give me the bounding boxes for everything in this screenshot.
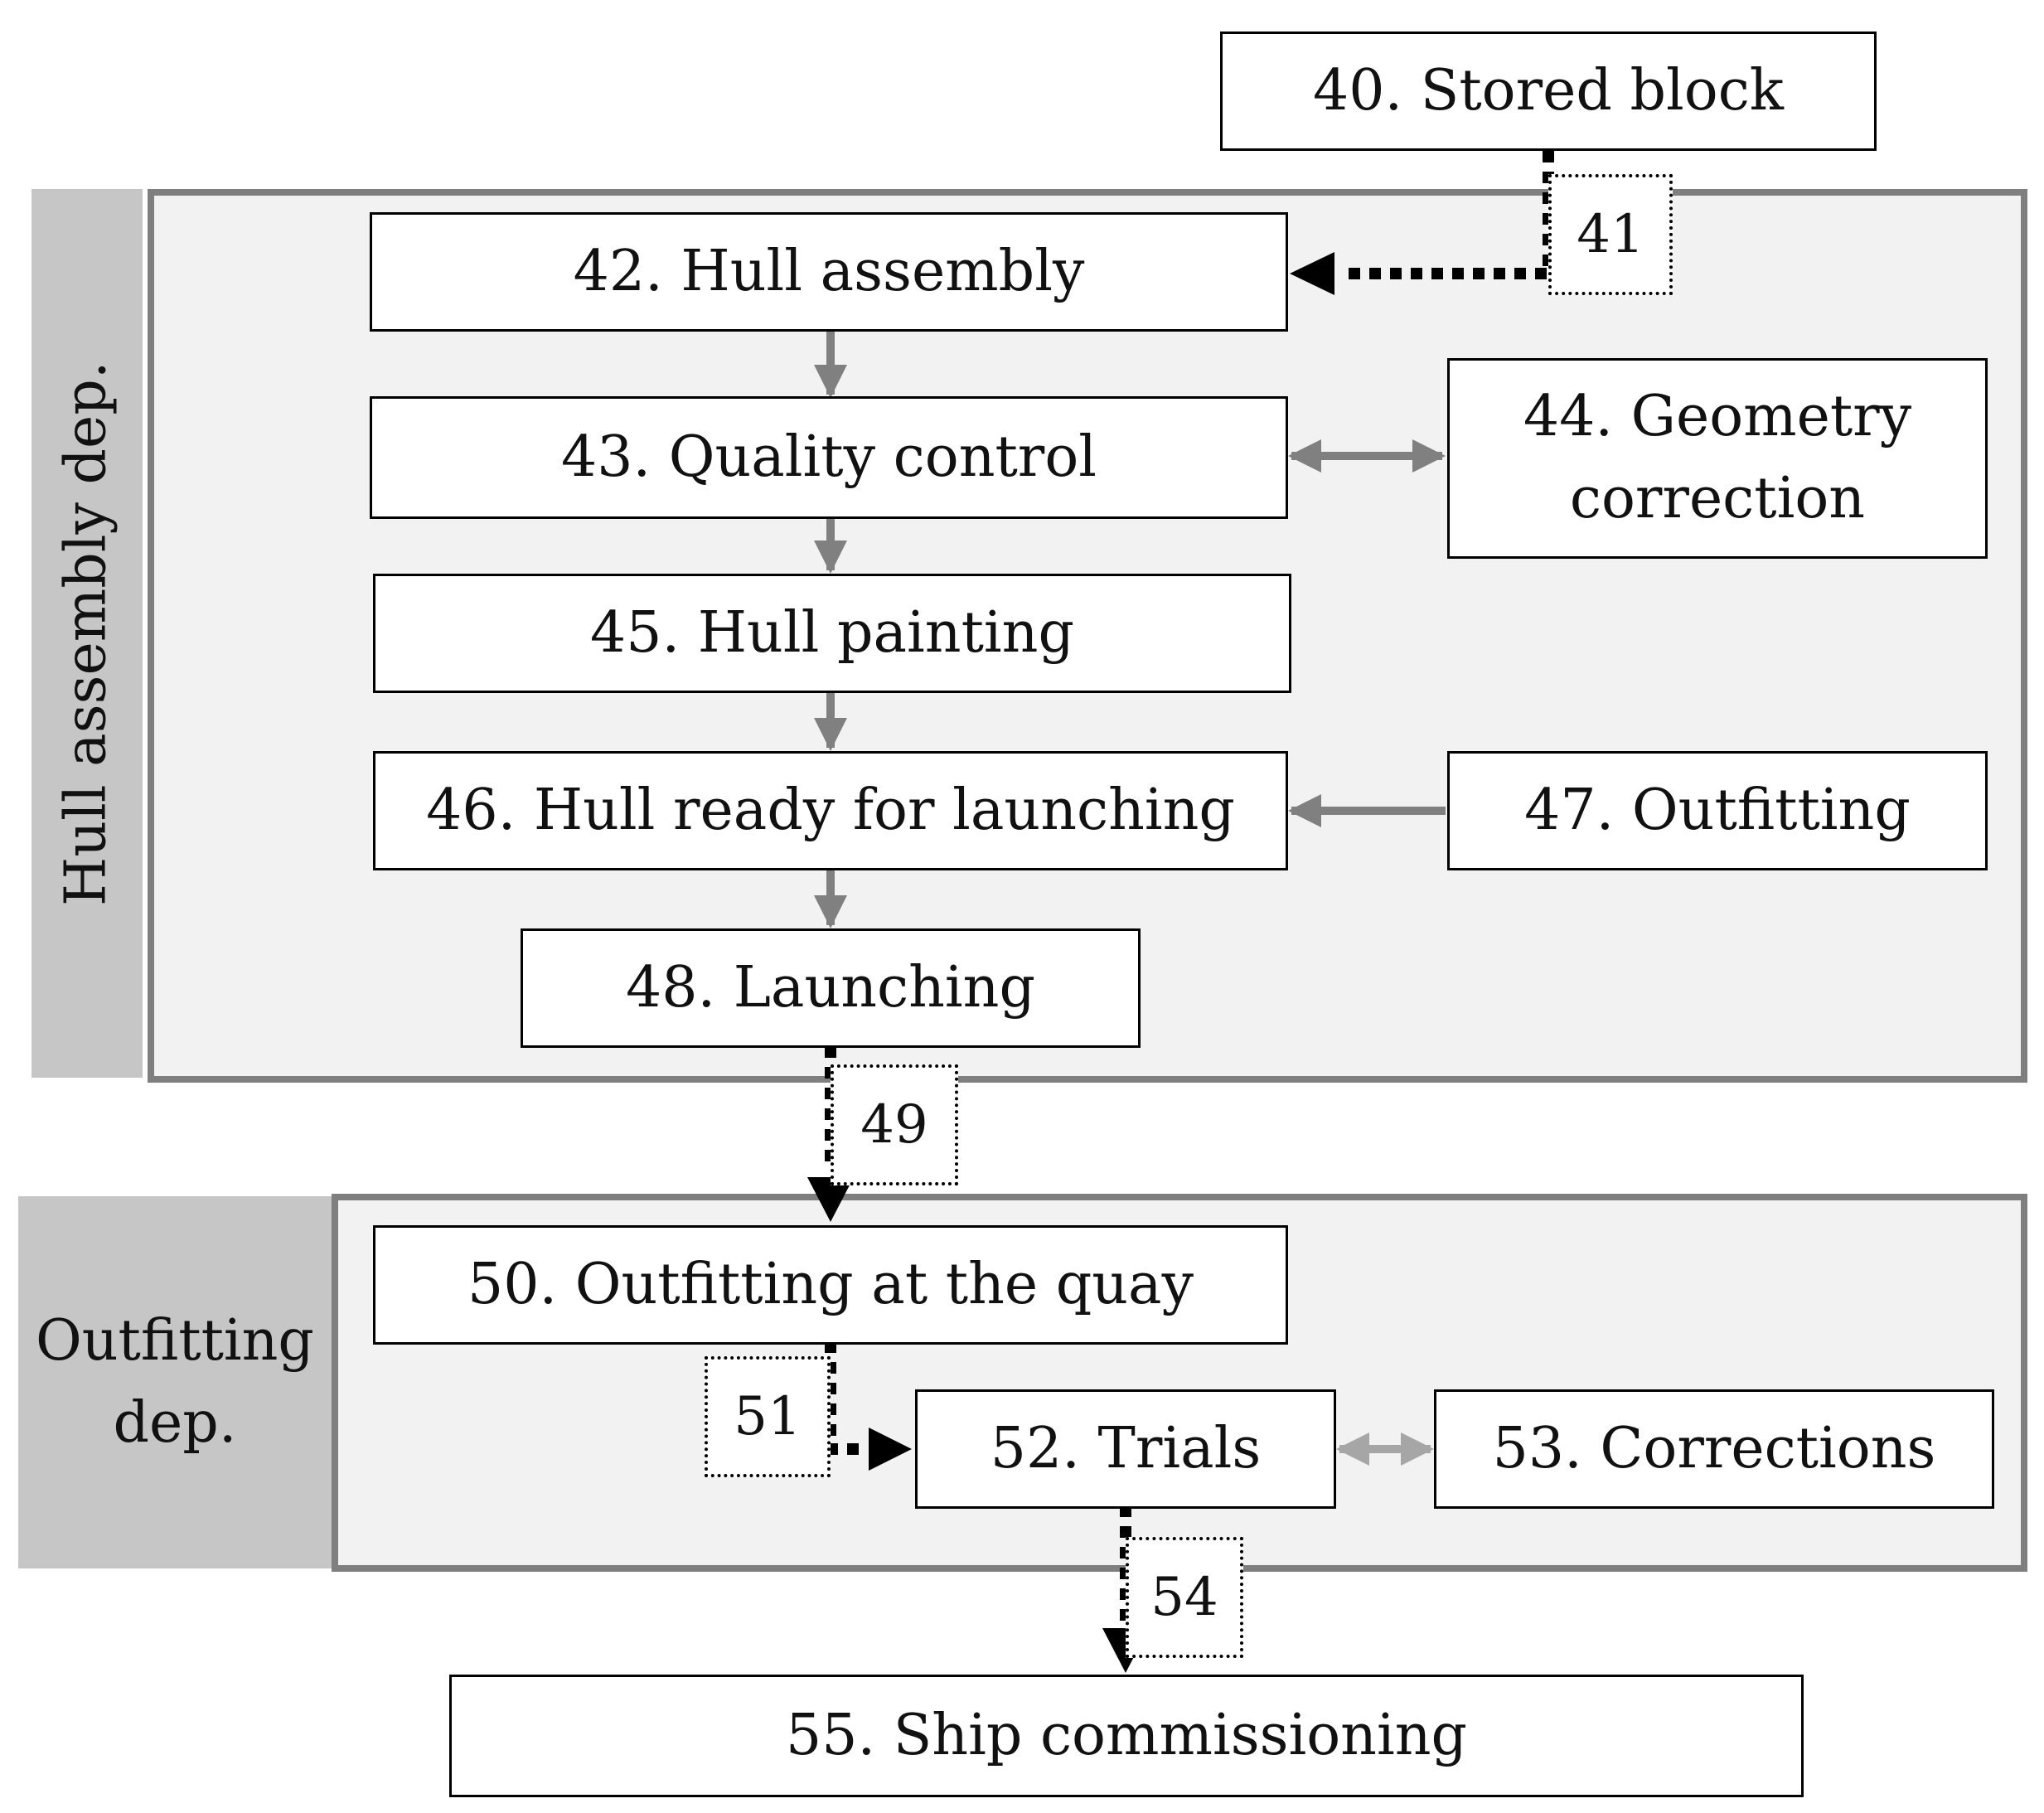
node-52-text: 52. Trials [990,1415,1262,1481]
node-50-text: 50. Outfitting at the quay [467,1251,1194,1317]
node-50-outfitting-at-quay: 50. Outfitting at the quay [373,1225,1288,1345]
outfitting-dept-label-line2: dep. [113,1389,237,1456]
outfitting-dept-label: Outfitting dep. [18,1196,332,1568]
transfer-step-54: 54 [1126,1537,1243,1658]
node-42-hull-assembly: 42. Hull assembly [370,212,1288,332]
node-46-hull-ready: 46. Hull ready for launching [373,751,1288,870]
node-47-text: 47. Outfitting [1524,777,1911,843]
transfer-arrow-51-head [869,1428,912,1471]
node-48-text: 48. Launching [626,954,1035,1020]
node-43-quality-control: 43. Quality control [370,396,1288,519]
node-53-text: 53. Corrections [1492,1415,1936,1481]
transfer-step-54-text: 54 [1150,1567,1218,1628]
transfer-step-51: 51 [705,1356,831,1477]
transfer-step-51-text: 51 [734,1386,802,1447]
node-48-launching: 48. Launching [521,928,1141,1048]
hull-dept-label: Hull assembly dep. [31,189,143,1078]
transfer-step-49: 49 [831,1064,958,1185]
node-46-text: 46. Hull ready for launching [426,777,1235,843]
transfer-arrow-49-head [807,1177,854,1222]
node-53-corrections: 53. Corrections [1434,1389,1994,1509]
node-44-text-line2: correction [1569,466,1866,531]
node-47-outfitting: 47. Outfitting [1447,751,1988,870]
transfer-arrow-41-head [1290,252,1334,295]
node-43-text: 43. Quality control [560,424,1097,490]
transfer-step-41: 41 [1548,174,1673,295]
node-55-text: 55. Ship commissioning [785,1702,1468,1768]
outfitting-dept-label-line1: Outfitting [36,1307,314,1374]
node-45-hull-painting: 45. Hull painting [373,574,1291,693]
node-44-text-line1: 44. Geometry [1523,384,1912,450]
node-45-text: 45. Hull painting [590,599,1074,666]
node-40-stored-block: 40. Stored block [1220,32,1877,151]
transfer-step-41-text: 41 [1577,204,1644,265]
node-42-text: 42. Hull assembly [573,238,1085,304]
node-44-geometry-correction: 44. Geometry correction [1447,358,1988,559]
node-52-trials: 52. Trials [915,1389,1336,1509]
transfer-arrow-41 [1347,151,1554,279]
transfer-step-49-text: 49 [860,1094,928,1156]
transfer-arrow-51 [825,1341,862,1455]
node-55-ship-commissioning: 55. Ship commissioning [449,1675,1804,1797]
node-40-text: 40. Stored block [1312,57,1784,124]
